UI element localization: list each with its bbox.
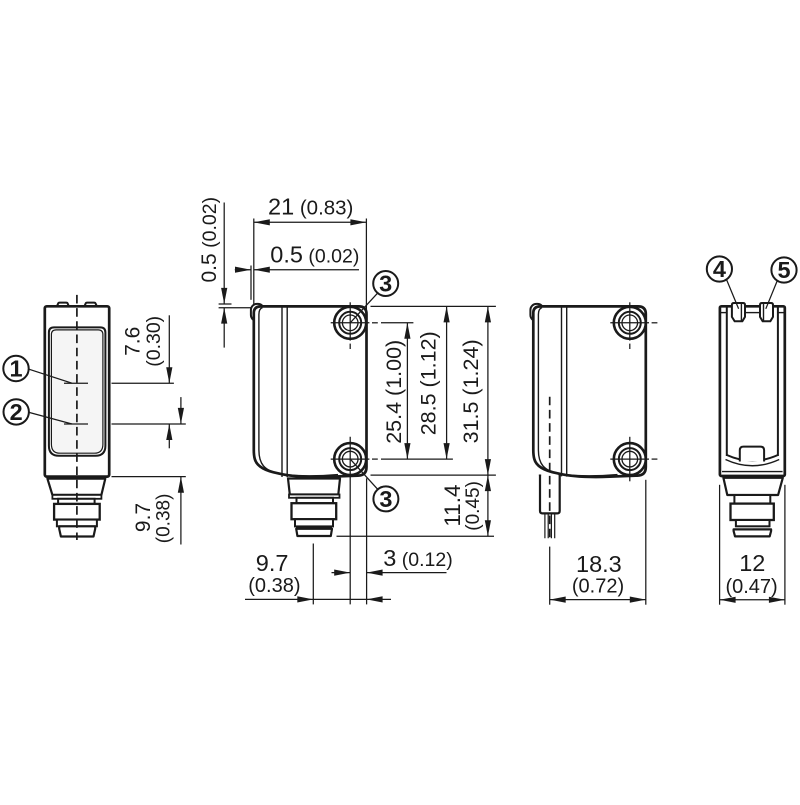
- svg-text:2: 2: [10, 399, 23, 425]
- svg-text:(0.72): (0.72): [572, 575, 624, 597]
- svg-text:(0.30): (0.30): [143, 316, 165, 367]
- svg-text:0.5 (0.02): 0.5 (0.02): [198, 197, 221, 283]
- svg-text:21 (0.83): 21 (0.83): [268, 194, 353, 220]
- svg-text:3: 3: [379, 271, 392, 297]
- svg-text:1: 1: [9, 356, 22, 382]
- svg-text:4: 4: [713, 256, 726, 282]
- svg-text:25.4 (1.00): 25.4 (1.00): [382, 340, 406, 444]
- svg-text:9.7: 9.7: [132, 503, 155, 532]
- svg-text:28.5 (1.12): 28.5 (1.12): [417, 331, 441, 435]
- svg-text:(0.38): (0.38): [154, 494, 175, 544]
- svg-text:12: 12: [739, 550, 765, 576]
- svg-text:3: 3: [379, 486, 392, 512]
- svg-text:5: 5: [777, 257, 790, 283]
- svg-text:0.5 (0.02): 0.5 (0.02): [270, 241, 359, 267]
- svg-text:(0.38): (0.38): [248, 575, 300, 597]
- svg-text:(0.47): (0.47): [725, 576, 777, 598]
- svg-text:31.5 (1.24): 31.5 (1.24): [459, 339, 483, 443]
- svg-text:7.6: 7.6: [122, 327, 145, 356]
- svg-text:(0.45): (0.45): [463, 481, 484, 531]
- svg-text:11.4: 11.4: [440, 485, 465, 527]
- svg-text:18.3: 18.3: [576, 551, 622, 577]
- svg-text:9.7: 9.7: [256, 550, 289, 576]
- svg-text:3 (0.12): 3 (0.12): [383, 545, 452, 571]
